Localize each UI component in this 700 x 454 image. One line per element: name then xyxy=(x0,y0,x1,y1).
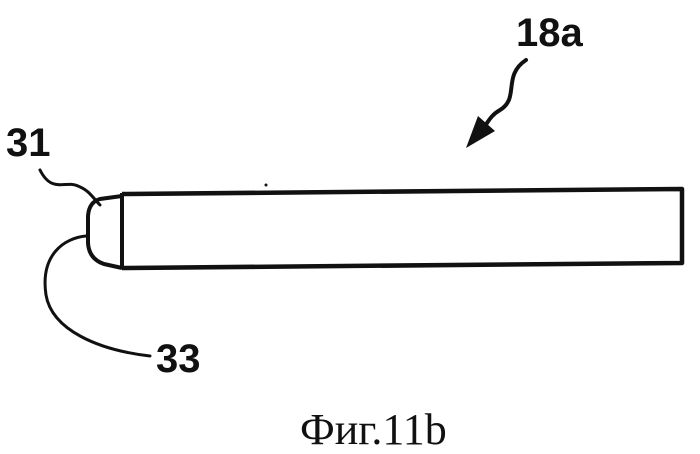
label-31: 31 xyxy=(6,121,51,165)
figure-caption: Фиг.11b xyxy=(300,405,447,454)
label-33: 33 xyxy=(156,337,201,381)
leader-31 xyxy=(40,170,100,205)
rod-tip xyxy=(88,196,122,268)
label-18a: 18a xyxy=(516,11,583,55)
rod-body xyxy=(122,189,682,268)
stray-mark xyxy=(265,184,268,187)
leader-33 xyxy=(45,236,150,356)
